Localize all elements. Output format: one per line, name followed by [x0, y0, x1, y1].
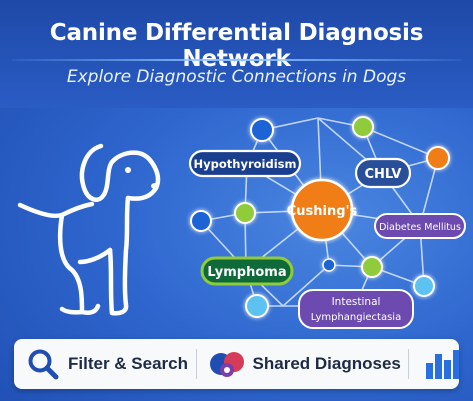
- page-subtitle: Explore Diagnostic Connections in Dogs: [66, 67, 407, 87]
- bottom-toolbar: Filter & Search Shared Diagnoses: [14, 339, 459, 389]
- filter-search-label: Filter & Search: [68, 354, 188, 373]
- shared-diagnoses-label: Shared Diagnoses: [252, 354, 401, 373]
- header-banner: Canine Differential Diagnosis Network Ex…: [0, 0, 473, 108]
- node-green[interactable]: [361, 256, 383, 278]
- dog-nose: [151, 183, 159, 189]
- node-blue[interactable]: [190, 210, 212, 232]
- search-icon: [28, 349, 59, 380]
- title-divider: [12, 59, 461, 61]
- node-cushings-circle[interactable]: [290, 178, 354, 242]
- node-light-blue[interactable]: [413, 275, 435, 297]
- toolbar-divider: [408, 349, 409, 379]
- node-hypothyroidism-label: Hypothyroidism: [194, 157, 297, 171]
- node-chlv-pill[interactable]: [354, 157, 412, 189]
- node-lymphoma-label: Lymphoma: [207, 265, 286, 280]
- statistics-button[interactable]: [409, 339, 459, 389]
- node-chlv-label: CHLV: [365, 167, 402, 182]
- node-cushings-label: Cushing's: [287, 204, 358, 219]
- shared-diagnoses-icon: [209, 352, 244, 377]
- node-lymphoma-pill[interactable]: [200, 256, 294, 286]
- node-cushings[interactable]: Cushing's: [287, 178, 358, 242]
- node-chlv[interactable]: CHLV: [354, 157, 412, 189]
- toolbar-divider: [195, 349, 197, 379]
- node-light-blue[interactable]: [245, 294, 269, 318]
- node-intestinal-lymphangiectasia-pill[interactable]: [298, 289, 414, 329]
- node-blue-small[interactable]: [322, 258, 336, 272]
- node-green[interactable]: [234, 202, 256, 224]
- node-intestinal-label-line2: Lymphangiectasia: [311, 312, 401, 323]
- bar-chart-icon: [426, 350, 459, 379]
- shared-diagnoses-button[interactable]: Shared Diagnoses: [197, 339, 408, 389]
- node-lymphoma[interactable]: Lymphoma: [200, 256, 294, 286]
- node-hypothyroidism[interactable]: Hypothyroidism: [188, 149, 302, 178]
- node-green[interactable]: [352, 116, 374, 138]
- node-diabetes-mellitus-pill[interactable]: [374, 213, 466, 239]
- node-intestinal-lymphangiectasia[interactable]: Intestinal Lymphangiectasia: [298, 289, 414, 329]
- dog-eye: [125, 167, 131, 173]
- filter-search-button[interactable]: Filter & Search: [14, 339, 196, 389]
- node-intestinal-label-line1: Intestinal: [332, 296, 381, 308]
- node-hypothyroidism-pill[interactable]: [188, 149, 302, 178]
- node-orange[interactable]: [426, 146, 450, 170]
- node-diabetes-mellitus-label: Diabetes Mellitus: [379, 222, 461, 233]
- node-blue[interactable]: [250, 118, 274, 142]
- node-diabetes-mellitus[interactable]: Diabetes Mellitus: [374, 213, 466, 239]
